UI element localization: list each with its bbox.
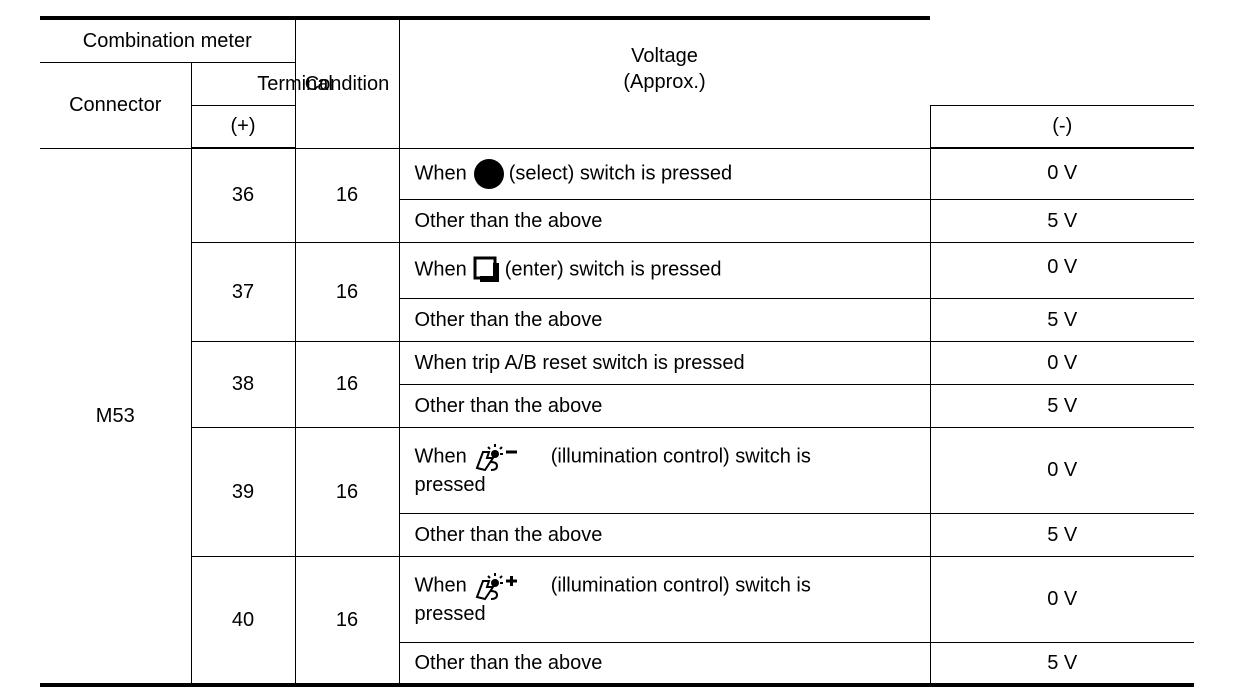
condition-suffix: (illumination control) switch is [550, 574, 811, 597]
terminal-plus-cell: 36 [190, 147, 296, 243]
terminal-minus-cell: 16 [294, 241, 400, 342]
condition-line2: pressed [414, 603, 486, 625]
condition-suffix: (illumination control) switch is [550, 445, 811, 468]
terminal-voltage-table: Combination meter Condition Voltage (App… [40, 16, 1194, 687]
terminal-plus-cell: 37 [191, 241, 296, 342]
condition-line2: pressed [414, 474, 486, 496]
connector-header: Connector [40, 61, 192, 149]
combination-meter-header: Combination meter [40, 16, 296, 63]
condition-cell: Other than the above [399, 297, 931, 342]
terminal-plus-cell: 40 [191, 555, 296, 687]
condition-prefix: When [414, 445, 467, 468]
condition-cell: Other than the above [399, 198, 931, 243]
condition-suffix: (enter) switch is pressed [504, 258, 722, 281]
voltage-cell: 5 V [929, 641, 1194, 687]
illumination-plus-icon [473, 571, 519, 601]
terminal-plus-cell: 38 [191, 340, 296, 428]
terminal-minus-cell: 16 [294, 555, 400, 687]
voltage-cell: 0 V [929, 241, 1194, 299]
voltage-cell: 5 V [929, 512, 1194, 557]
voltage-header: Voltage (Approx.) [398, 16, 930, 149]
condition-prefix: When [414, 258, 467, 281]
connector-cell: M53 [40, 147, 192, 687]
condition-cell: When trip A/B reset switch is pressed [398, 340, 931, 385]
condition-cell: When (illumination control) switch is pr… [398, 555, 931, 643]
voltage-header-line2: (Approx.) [623, 70, 706, 93]
condition-cell: When (enter) switch is pressed [398, 241, 931, 299]
voltage-cell: 0 V [929, 340, 1194, 385]
voltage-cell: 0 V [929, 426, 1194, 514]
voltage-header-line1: Voltage [631, 44, 698, 67]
condition-prefix: When [414, 574, 467, 597]
terminal-minus-cell: 16 [294, 147, 400, 243]
voltage-cell: 5 V [929, 198, 1194, 243]
enter-button-icon [473, 256, 501, 284]
terminal-plus-header: (+) [191, 104, 296, 149]
voltage-cell: 0 V [929, 147, 1194, 200]
terminal-plus-cell: 39 [191, 426, 296, 557]
voltage-cell: 5 V [929, 383, 1194, 428]
condition-prefix: When [414, 161, 467, 184]
illumination-minus-icon [473, 442, 519, 472]
select-button-icon [473, 158, 505, 190]
terminal-minus-header: (-) [929, 104, 1194, 149]
terminal-voltage-table-container: Combination meter Condition Voltage (App… [40, 16, 1194, 687]
condition-suffix: (select) switch is pressed [508, 161, 733, 184]
voltage-cell: 0 V [929, 555, 1194, 643]
terminal-minus-cell: 16 [294, 426, 400, 557]
condition-cell: When (select) switch is pressed [398, 147, 931, 200]
terminal-minus-cell: 16 [294, 340, 400, 428]
condition-cell: When (illumination control) switch is pr… [398, 426, 931, 514]
condition-cell: Other than the above [399, 383, 931, 428]
condition-cell: Other than the above [399, 641, 931, 687]
voltage-cell: 5 V [929, 297, 1194, 342]
condition-cell: Other than the above [399, 512, 931, 557]
